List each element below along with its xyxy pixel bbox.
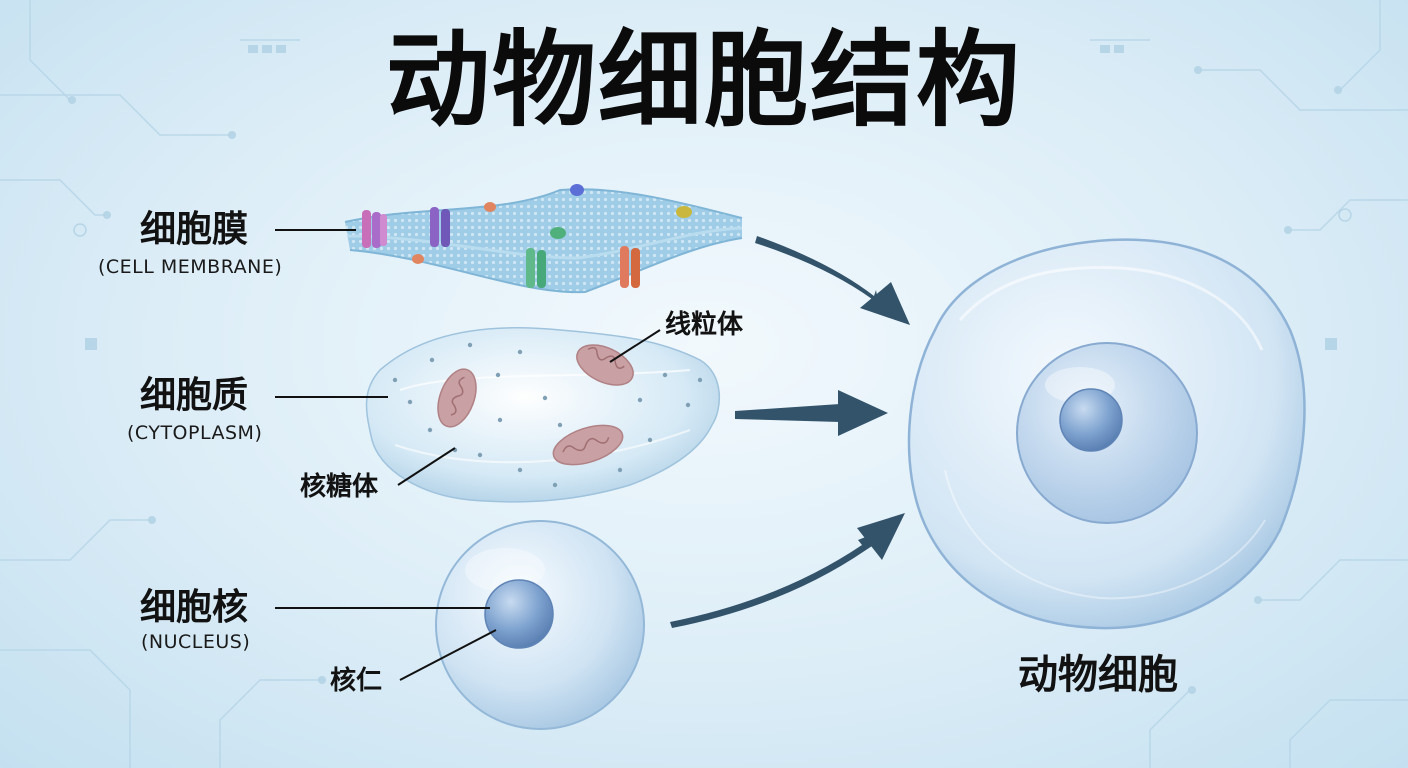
mitochondria-leader-line [609,329,661,363]
diagram-title: 动物细胞结构 [385,19,1022,141]
nucleolus-icon [1059,388,1123,452]
cytoplasm-illustration [365,327,721,503]
ribosome-dots [392,342,703,488]
label-cell-membrane-zh: 细胞膜 [140,209,249,250]
label-ribosome: 核糖体 [300,472,379,502]
arrow-icon [755,236,910,325]
nucleolus-leader-line [399,629,497,681]
nucleus-illustration [435,520,645,730]
label-nucleolus: 核仁 [330,666,383,696]
label-animal-cell: 动物细胞 [1018,652,1178,698]
arrows [670,236,910,628]
arrow-icon [670,513,905,628]
label-nucleus-en: (NUCLEUS) [141,631,251,653]
label-mitochondria: 线粒体 [665,310,744,340]
label-cell-membrane-en: (CELL MEMBRANE) [98,256,283,278]
membrane-protein-icon [362,184,692,288]
ribosome-leader-line [397,447,456,486]
nucleolus-icon [484,579,554,649]
label-cytoplasm-zh: 细胞质 [140,375,249,416]
cell-membrane-illustration [344,184,743,294]
mitochondria-icon [437,344,634,466]
label-nucleus-zh: 细胞核 [140,587,249,628]
label-cytoplasm-en: (CYTOPLASM) [127,422,263,444]
arrow-icon [735,390,888,436]
animal-cell-illustration [907,238,1306,630]
